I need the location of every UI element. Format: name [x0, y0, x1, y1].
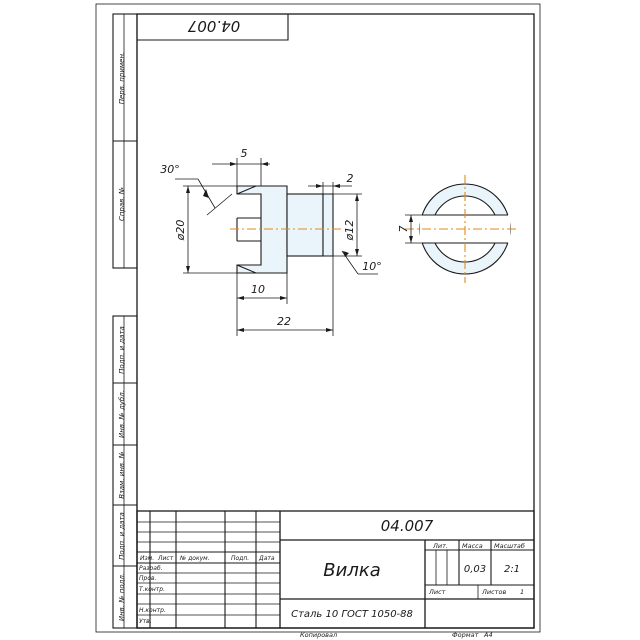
title-lit-label: Лит. — [432, 542, 448, 550]
footer-copied: Копировал — [300, 631, 337, 639]
side-label-sprav-no: Справ. № — [118, 187, 126, 221]
dim-step-length: 2 — [347, 172, 354, 185]
side-label-perv-primen: Перв. примен. — [118, 52, 126, 105]
role-developer: Разраб. — [139, 565, 163, 572]
title-scale-label: Масштаб — [494, 542, 525, 550]
part-shank — [286, 193, 324, 257]
part-end-view: 7 — [397, 175, 518, 283]
title-part-name: Вилка — [323, 560, 380, 581]
dim-chamfer-angle: 30° — [160, 163, 180, 176]
dim-slot-width: 7 — [397, 226, 410, 233]
side-label-inv-dubl: Инв. № дубл. — [118, 390, 126, 438]
dim-head-diameter: ø20 — [174, 220, 187, 242]
title-header-doc-no: № докум. — [179, 555, 210, 562]
footer: Копировал Формат А4 — [300, 631, 493, 639]
part-side-view — [230, 185, 342, 274]
title-block: Изм. Лист № докум. Подп. Дата Разраб. Пр… — [136, 510, 535, 629]
title-material: Сталь 10 ГОСТ 1050-88 — [291, 609, 413, 620]
part-head — [236, 185, 288, 274]
title-mass-label: Масса — [462, 542, 483, 550]
dim-overall-length: 22 — [277, 315, 291, 328]
title-designation: 04.007 — [381, 517, 434, 535]
role-checker: Пров. — [139, 575, 157, 582]
footer-format-value: А4 — [483, 631, 493, 639]
side-label-inv-podl: Инв. № подл. — [118, 573, 126, 621]
title-header-signature: Подп. — [231, 555, 249, 562]
side-label-vzam-inv: Взам. инв. № — [118, 451, 126, 499]
role-tech-control: Т.контр. — [139, 586, 165, 593]
title-mass-value: 0,03 — [464, 564, 486, 575]
dim-head-length: 10 — [251, 283, 265, 296]
sheet-outer-border — [95, 3, 541, 633]
footer-format-label: Формат — [452, 631, 479, 639]
dim-taper-angle: 10° — [362, 260, 382, 273]
top-designation-box: 04.007 — [137, 14, 289, 41]
side-label-podp-data-1: Подп. и дата — [118, 326, 126, 374]
title-scale-value: 2:1 — [504, 564, 520, 575]
title-header-sheet: Лист — [157, 555, 174, 562]
role-norm-control: Н.контр. — [139, 607, 166, 614]
dim-shank-diameter: ø12 — [343, 220, 356, 242]
drawing-frame — [136, 13, 535, 629]
title-header-date: Дата — [258, 555, 275, 562]
title-sheet-label: Лист — [428, 588, 446, 596]
top-designation-text: 04.007 — [187, 17, 240, 35]
left-side-columns: Перв. примен. Справ. № Подп. и дата Инв.… — [112, 13, 138, 629]
dim-groove-width: 5 — [241, 147, 248, 160]
title-sheets-label: Листов — [481, 588, 506, 596]
dimensions: 5 30° ø20 2 ø12 10° — [160, 147, 382, 336]
title-sheets-value: 1 — [520, 588, 524, 596]
part-shank-step — [322, 193, 334, 257]
title-header-change: Изм. — [140, 555, 154, 562]
side-label-podp-data-2: Подп. и дата — [118, 512, 126, 560]
role-approved: Утв. — [139, 618, 152, 625]
